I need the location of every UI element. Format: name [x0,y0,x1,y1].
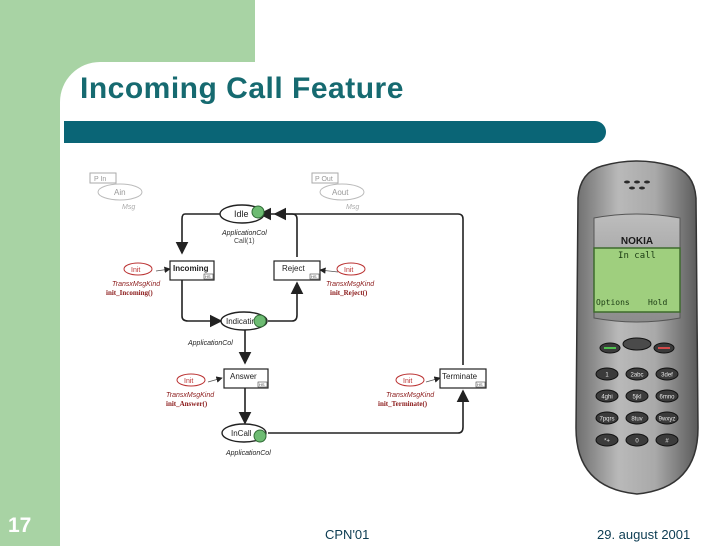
footer-date: 29. august 2001 [597,527,691,542]
keypad-key: 4ghi [595,389,619,403]
keypad-key-label: 2abc [630,373,643,379]
svg-text:Reject: Reject [282,264,305,273]
keypad-key: 6mno [655,389,679,403]
nokia-phone-illustration: NOKIA In call Options Hold 1 2abc 3def 4ghi… [575,160,699,495]
keypad-key: *+ [595,433,619,447]
title-underline-bar [64,121,606,143]
svg-text:HS: HS [311,274,317,279]
place-incall: InCall ApplicationCol [221,423,271,457]
svg-text:Init: Init [131,267,140,274]
init-place-answer: Init TransxMsgKind init_Answer() [166,373,215,408]
keypad-key-label: 1 [605,373,609,379]
transition-terminate: Terminate HS [439,368,487,389]
slide-number: 17 [8,514,32,537]
cpn-diagram: P In Ain Msg P Out Aout Msg [89,172,487,457]
keypad-key: 5jkl [625,389,649,403]
navi-key [622,337,652,351]
svg-text:Terminate: Terminate [442,372,478,381]
keypad-key-label: 0 [635,439,639,445]
keypad-key: # [655,433,679,447]
svg-text:Init: Init [184,378,193,385]
svg-text:Init: Init [403,378,412,385]
svg-text:P Out: P Out [315,176,333,183]
keypad-key: 8tuv [625,411,649,425]
keypad-key-label: 4ghi [601,395,612,401]
svg-text:Msg: Msg [346,204,359,211]
svg-text:Aout: Aout [332,188,349,197]
svg-text:P In: P In [94,176,106,183]
place-indicating: Indicating ApplicationCol [187,311,268,347]
keypad-key-label: 7pqrs [599,417,614,423]
keypad-key: 9wxyz [655,411,679,425]
init-place-reject: Init TransxMsgKind init_Reject() [326,262,375,297]
arcs [175,207,470,434]
svg-text:ApplicationCol: ApplicationCol [187,340,233,347]
keypad: 1 2abc 3def 4ghi 5jkl 6mno 7pqrs 8tuv 9wxyz *+ 0 # [595,367,679,447]
svg-text:init_Incoming(): init_Incoming() [106,289,153,297]
earpiece [624,180,650,190]
keypad-key-label: 8tuv [631,417,642,423]
keypad-key-label: 6mno [659,395,675,401]
svg-text:Incoming: Incoming [173,264,209,273]
place-ain: P In Ain Msg [89,172,143,211]
top-decor-block [60,0,255,62]
keypad-key-label: # [665,439,669,445]
svg-text:ApplicationCol: ApplicationCol [225,450,271,457]
svg-text:init_Reject(): init_Reject() [330,289,368,297]
place-aout: P Out Aout Msg [311,172,365,211]
svg-text:Idle: Idle [234,209,249,219]
svg-text:TransxMsgKind: TransxMsgKind [166,392,215,399]
keypad-key: 2abc [625,367,649,381]
init-place-incoming: Init TransxMsgKind init_Incoming() [106,262,161,297]
svg-text:TransxMsgKind: TransxMsgKind [326,281,375,288]
svg-text:Call(1): Call(1) [234,238,255,245]
init-arcs [155,266,441,383]
svg-text:TransxMsgKind: TransxMsgKind [112,281,161,288]
svg-text:HS: HS [259,382,265,387]
svg-text:init_Terminate(): init_Terminate() [378,400,428,408]
keypad-key: 1 [595,367,619,381]
svg-text:Indicating: Indicating [226,317,260,326]
screen-status: In call [618,251,656,261]
place-idle: Idle ApplicationCol Call(1) [219,204,267,245]
transition-answer: Answer HS [223,368,269,389]
screen-right-softkey: Hold [648,298,667,307]
screen-left-softkey: Options [596,298,630,307]
svg-text:ApplicationCol: ApplicationCol [221,230,267,237]
svg-text:Ain: Ain [114,188,126,197]
svg-text:Answer: Answer [230,372,257,381]
svg-text:TransxMsgKind: TransxMsgKind [386,392,435,399]
keypad-key: 0 [625,433,649,447]
keypad-key-label: 5jkl [632,395,641,401]
keypad-key-label: *+ [604,439,610,445]
svg-text:HS: HS [477,382,483,387]
sidebar-band [0,0,60,546]
svg-text:Msg: Msg [122,204,135,211]
svg-text:HS: HS [205,274,211,279]
svg-text:init_Answer(): init_Answer() [166,400,208,408]
keypad-key-label: 9wxyz [659,417,676,423]
keypad-key: 3def [655,367,679,381]
svg-text:InCall: InCall [231,429,252,438]
brand-logo: NOKIA [621,236,653,247]
svg-text:Init: Init [344,267,353,274]
transition-incoming: Incoming HS [169,260,215,281]
init-place-terminate: Init TransxMsgKind init_Terminate() [378,373,435,408]
transition-reject: Reject HS [273,260,321,281]
footer-conference: CPN'01 [325,527,370,542]
slide-title: Incoming Call Feature [80,72,404,105]
keypad-key-label: 3def [661,373,673,379]
phone-screen [593,247,681,313]
keypad-key: 7pqrs [595,411,619,425]
